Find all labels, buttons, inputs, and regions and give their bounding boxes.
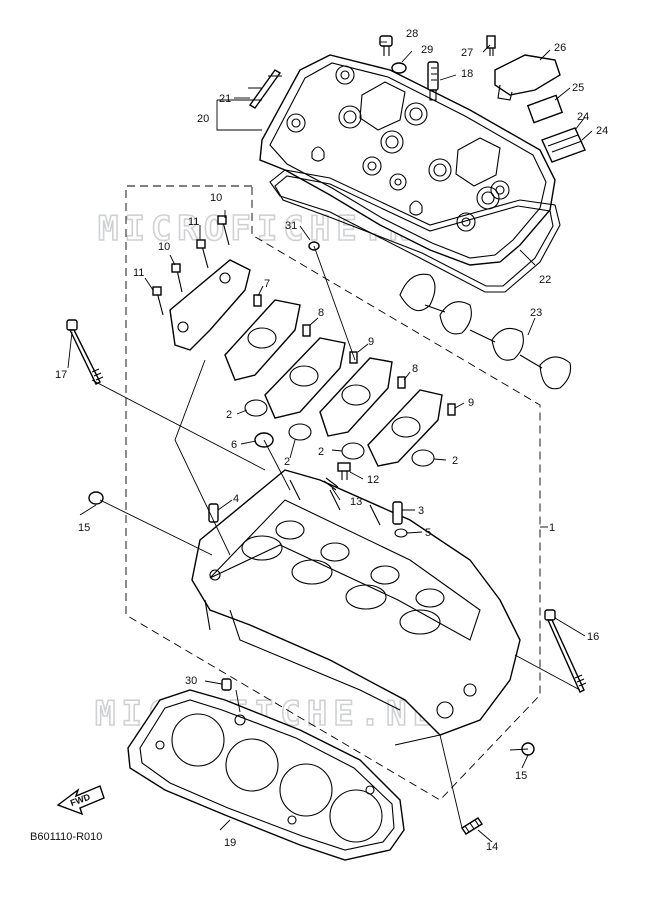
callout-13: 13 <box>350 496 362 508</box>
callout-20: 20 <box>197 113 209 125</box>
callout-15a: 15 <box>78 522 90 534</box>
cover-gasket <box>269 169 561 293</box>
callout-24a: 24 <box>577 111 589 123</box>
o-ring-2a <box>244 399 268 417</box>
dowel-8a <box>302 324 311 337</box>
dowel-9a <box>349 351 358 364</box>
callout-6: 6 <box>231 439 237 451</box>
camshaft-cap-3 <box>319 357 393 437</box>
leader-lines <box>67 41 593 843</box>
callout-9a: 9 <box>368 336 374 348</box>
callout-23: 23 <box>530 307 542 319</box>
dowel-30 <box>221 678 232 691</box>
callout-22: 22 <box>539 274 551 286</box>
callout-11b: 11 <box>133 267 144 279</box>
camshaft-cap-4 <box>367 389 443 467</box>
clips-24 <box>541 127 586 163</box>
washer-29 <box>391 62 407 74</box>
callout-18: 18 <box>461 68 473 80</box>
camshaft-cap-2 <box>264 337 346 419</box>
callout-14: 14 <box>486 841 498 853</box>
callout-7: 7 <box>264 278 270 290</box>
callout-8b: 8 <box>412 363 418 375</box>
o-ring-2b <box>288 423 312 441</box>
o-ring-2d <box>411 449 435 467</box>
callout-1: 1 <box>549 522 555 534</box>
o-ring-2c <box>341 442 365 460</box>
stud-14 <box>461 817 483 835</box>
callout-21: 21 <box>219 93 231 105</box>
callout-9b: 9 <box>468 397 474 409</box>
spark-plug <box>427 61 439 101</box>
plug-tube-gasket <box>399 273 572 390</box>
fwd-arrow-icon: FWD <box>56 785 105 816</box>
callout-10a: 10 <box>210 192 222 204</box>
assembly-boundary <box>125 185 541 801</box>
callout-2c: 2 <box>318 446 324 458</box>
bolt-27 <box>486 35 496 56</box>
dowel-8b <box>397 376 406 389</box>
callout-26: 26 <box>554 42 566 54</box>
callout-28: 28 <box>406 28 418 40</box>
callout-2b: 2 <box>284 456 290 468</box>
callout-29: 29 <box>421 44 433 56</box>
head-bolt-17 <box>66 319 104 385</box>
callout-3: 3 <box>418 505 424 517</box>
callout-12: 12 <box>367 474 379 486</box>
callout-15b: 15 <box>515 770 527 782</box>
cylinder-head-cover <box>259 54 556 266</box>
callout-30: 30 <box>185 675 197 687</box>
callout-24b: 24 <box>596 125 608 137</box>
callout-27: 27 <box>461 47 473 59</box>
pin-13 <box>323 477 339 491</box>
callout-4: 4 <box>233 493 239 505</box>
camshaft-cap-front <box>169 259 251 351</box>
callout-2d: 2 <box>452 455 458 467</box>
camshaft-cap-1 <box>224 299 301 381</box>
bracket-21 <box>248 69 282 109</box>
guide-3 <box>392 501 403 525</box>
callout-2a: 2 <box>226 409 232 421</box>
callout-16: 16 <box>587 631 599 643</box>
callout-8a: 8 <box>318 307 324 319</box>
callout-11a: 11 <box>188 216 199 228</box>
dowel-7 <box>253 294 262 307</box>
sensor-26 <box>494 54 561 101</box>
head-bolt-16 <box>544 609 587 693</box>
fitting-12 <box>337 462 351 480</box>
dowel-9b <box>447 403 456 416</box>
callout-labels: 1 2 2 2 2 2 3 4 5 6 7 8 8 9 9 9 10 10 11… <box>55 28 608 853</box>
callout-19: 19 <box>224 837 236 849</box>
bracket-25 <box>526 94 564 124</box>
callout-25: 25 <box>572 82 584 94</box>
cam-cap-bolts <box>152 215 230 316</box>
callout-10b: 10 <box>158 241 170 253</box>
head-gasket <box>127 689 405 861</box>
plug-15a <box>88 491 104 505</box>
guide-4 <box>208 503 219 523</box>
cylinder-head <box>191 469 521 736</box>
callout-17: 17 <box>55 369 67 381</box>
callout-31: 31 <box>285 220 297 232</box>
callout-5: 5 <box>425 527 431 539</box>
diagram-reference-code: B601110-R010 <box>30 831 102 843</box>
bolt-28 <box>379 35 393 56</box>
